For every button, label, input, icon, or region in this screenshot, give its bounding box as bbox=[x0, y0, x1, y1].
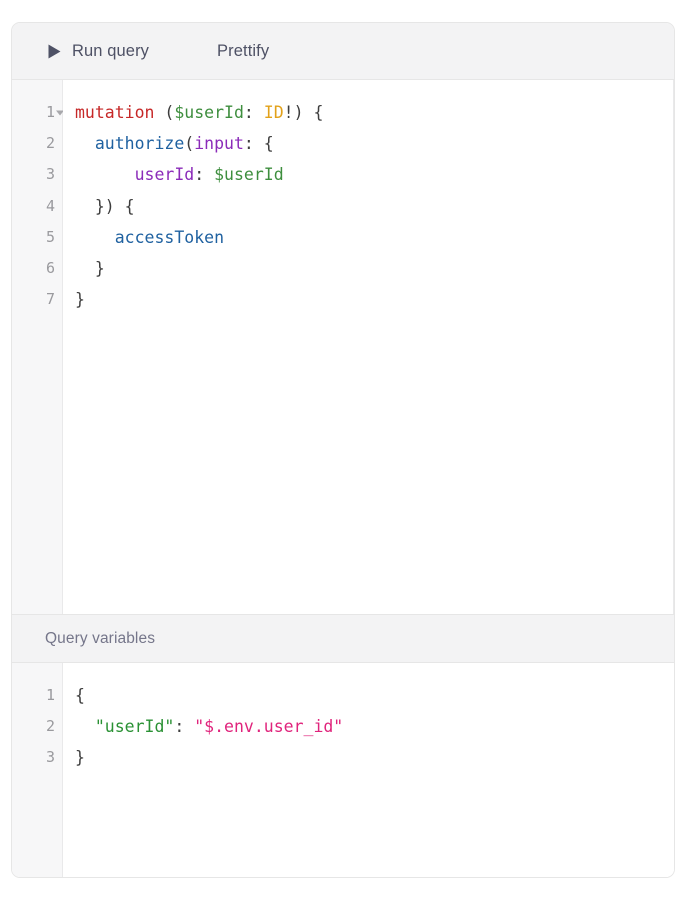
code-token-jsonkey: "userId" bbox=[94, 717, 175, 737]
line-number: 7 bbox=[45, 290, 55, 309]
code-token-field: authorize bbox=[94, 134, 185, 154]
code-token-punct: : bbox=[174, 717, 195, 737]
code-token-punct: : bbox=[194, 165, 215, 185]
query-editor-gutter: 1 2 3 4 5 6 7 bbox=[12, 80, 64, 614]
line-number: 3 bbox=[45, 165, 55, 184]
code-token-punct: } bbox=[75, 748, 85, 768]
code-line: { bbox=[75, 680, 674, 711]
query-editor-code[interactable]: mutation ($userId: ID!) { authorize(inpu… bbox=[63, 80, 674, 614]
code-token-plain bbox=[75, 717, 95, 736]
code-line: }) { bbox=[75, 191, 674, 222]
query-variables-header[interactable]: Query variables bbox=[12, 614, 674, 663]
code-token-punct: ( bbox=[154, 103, 175, 122]
query-editor-right-rule bbox=[673, 80, 674, 614]
code-token-attr: userId bbox=[134, 165, 195, 185]
run-query-label: Run query bbox=[72, 41, 150, 60]
code-token-punct: } bbox=[75, 290, 85, 310]
code-token-punct: ( bbox=[184, 134, 195, 154]
line-number: 2 bbox=[45, 134, 55, 153]
line-number: 4 bbox=[45, 196, 55, 215]
code-token-plain bbox=[75, 134, 95, 153]
code-token-jsonstr: "$.env.user_id" bbox=[194, 717, 344, 737]
variables-editor-code[interactable]: { "userId": "$.env.user_id"} bbox=[63, 663, 674, 877]
code-line: } bbox=[75, 253, 674, 284]
code-token-variable: $userId bbox=[214, 165, 284, 185]
code-token-keyword: mutation bbox=[75, 103, 155, 122]
variables-editor-gutter: 1 2 3 bbox=[12, 663, 63, 877]
line-number: 2 bbox=[45, 717, 55, 736]
line-number: 1 bbox=[12, 97, 64, 128]
query-variables-label: Query variables bbox=[45, 629, 156, 647]
code-token-punct: : bbox=[243, 103, 264, 122]
code-token-punct: } bbox=[75, 259, 105, 279]
code-line: accessToken bbox=[75, 222, 674, 253]
code-line: mutation ($userId: ID!) { bbox=[75, 97, 674, 128]
code-token-attr: input bbox=[194, 134, 244, 154]
code-token-field: accessToken bbox=[114, 227, 225, 247]
code-line: "userId": "$.env.user_id" bbox=[75, 711, 674, 742]
prettify-button[interactable]: Prettify bbox=[217, 43, 269, 60]
editor-toolbar: Run query Prettify bbox=[12, 23, 674, 80]
line-number: 5 bbox=[45, 227, 55, 246]
line-number: 1 bbox=[45, 686, 55, 704]
play-triangle-icon bbox=[48, 44, 61, 58]
code-token-punct: : { bbox=[243, 134, 274, 154]
code-token-type: ID bbox=[263, 103, 284, 122]
query-variables-editor[interactable]: 1 2 3 { "userId": "$.env.user_id"} bbox=[12, 663, 674, 877]
run-query-button[interactable]: Run query bbox=[48, 43, 149, 60]
code-token-variable: $userId bbox=[174, 103, 244, 122]
code-token-punct: { bbox=[75, 686, 85, 705]
code-token-punct: }) { bbox=[75, 196, 135, 216]
fold-triangle-icon[interactable] bbox=[56, 110, 64, 116]
code-token-punct: !) { bbox=[283, 103, 324, 122]
prettify-label: Prettify bbox=[217, 41, 270, 60]
code-line: userId: $userId bbox=[75, 159, 674, 190]
code-token-plain bbox=[75, 228, 115, 247]
code-token-plain bbox=[75, 165, 135, 184]
code-line: } bbox=[75, 284, 674, 315]
line-number: 3 bbox=[45, 748, 55, 767]
line-number: 6 bbox=[45, 259, 55, 278]
code-line: } bbox=[75, 742, 674, 773]
code-line: authorize(input: { bbox=[75, 128, 674, 159]
